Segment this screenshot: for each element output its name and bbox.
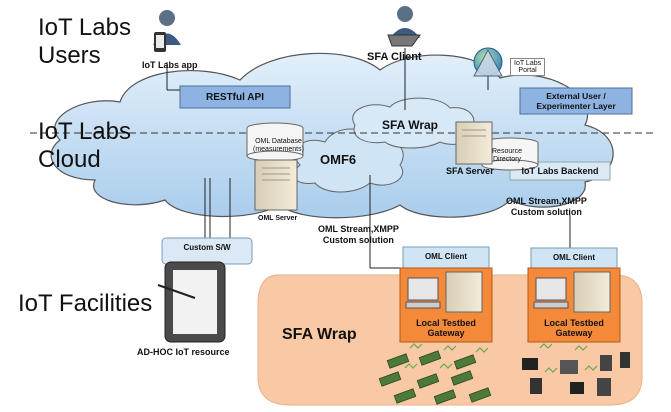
backend-label: IoT Labs Backend	[521, 166, 599, 176]
user-icon-sfa	[387, 6, 421, 47]
users-layer-line-1: IoT Labs	[38, 14, 131, 41]
wireless-signals	[404, 343, 598, 373]
external-layer-box	[519, 87, 633, 115]
external-layer-line-2: Experimenter Layer	[536, 101, 616, 111]
gateway-left-line-2: Gateway	[427, 328, 465, 338]
sfa-server-icon	[455, 121, 493, 165]
oml-client-left-label: OML Client	[424, 251, 468, 261]
resource-directory-line-2: Directory	[492, 156, 521, 163]
database-icon	[246, 122, 304, 162]
oml-database-line-2: (measurements)	[253, 146, 304, 153]
oml-stream-right-label: OML Stream,XMPP Custom solution	[506, 196, 587, 218]
gateway-right-server-icon	[533, 271, 611, 313]
restful-api-label: RESTful API	[206, 91, 264, 103]
sfa-server-label: SFA Server	[446, 166, 494, 176]
cloud-layer-line-2: Cloud	[38, 146, 101, 173]
oml-client-right-label: OML Client	[552, 252, 596, 262]
iot-labs-app-label: IoT Labs app	[142, 60, 198, 70]
gateway-left-label: Local Testbed Gateway	[400, 316, 492, 340]
resource-directory-line-1: Resource	[492, 148, 522, 155]
gateway-right-line-1: Local Testbed	[544, 318, 604, 328]
oml-server-label: OML Server	[258, 215, 298, 222]
device-icons	[522, 352, 630, 396]
oml-stream-left-line-1: OML Stream,XMPP	[318, 224, 399, 234]
custom-sw-label: Custom S/W	[183, 242, 231, 252]
cloud-layer-title: IoT Labs Cloud	[38, 118, 131, 174]
cloud-layer-line-1: IoT Labs	[38, 118, 131, 145]
sensor-boards	[378, 350, 492, 405]
facilities-layer-title: IoT Facilities	[18, 290, 153, 317]
oml-stream-left-label: OML Stream,XMPP Custom solution	[318, 224, 399, 246]
oml-server-icon	[254, 159, 298, 211]
gateway-left-server-icon	[405, 271, 483, 313]
adhoc-resource-label: AD-HOC IoT resource	[137, 347, 230, 357]
sfa-wrap-cloud-label: SFA Wrap	[382, 118, 439, 132]
sfa-client-label: SFA Client	[367, 51, 422, 63]
portal-line-1: IoT Labs	[514, 60, 542, 67]
resource-directory-icon	[481, 137, 539, 171]
external-layer-line-1: External User /	[546, 91, 606, 101]
globe-icon	[473, 47, 503, 77]
gateway-right-line-2: Gateway	[555, 328, 593, 338]
portal-label: IoT Labs Portal	[510, 58, 546, 76]
oml-database-line-1: OML Database	[255, 138, 302, 145]
omf6-cloud	[293, 128, 404, 193]
user-icon-app	[153, 10, 181, 52]
external-layer-label: External User / Experimenter Layer	[520, 88, 632, 114]
users-layer-title: IoT Labs Users	[38, 14, 131, 70]
gateway-right-label: Local Testbed Gateway	[528, 316, 620, 340]
oml-stream-right-line-2: Custom solution	[510, 207, 582, 217]
tablet-icon	[157, 261, 226, 343]
oml-stream-left-line-2: Custom solution	[322, 235, 394, 245]
restful-api-box	[179, 85, 291, 109]
omf6-label: OMF6	[320, 152, 357, 167]
sfa-wrap-facility-label: SFA Wrap	[282, 326, 357, 343]
users-layer-line-2: Users	[38, 42, 101, 69]
oml-stream-right-line-1: OML Stream,XMPP	[506, 196, 587, 206]
gateway-left-line-1: Local Testbed	[416, 318, 476, 328]
oml-database-label: OML Database (measurements)	[253, 138, 304, 154]
portal-line-2: Portal	[518, 67, 537, 74]
resource-directory-label: Resource Directory	[492, 148, 522, 164]
